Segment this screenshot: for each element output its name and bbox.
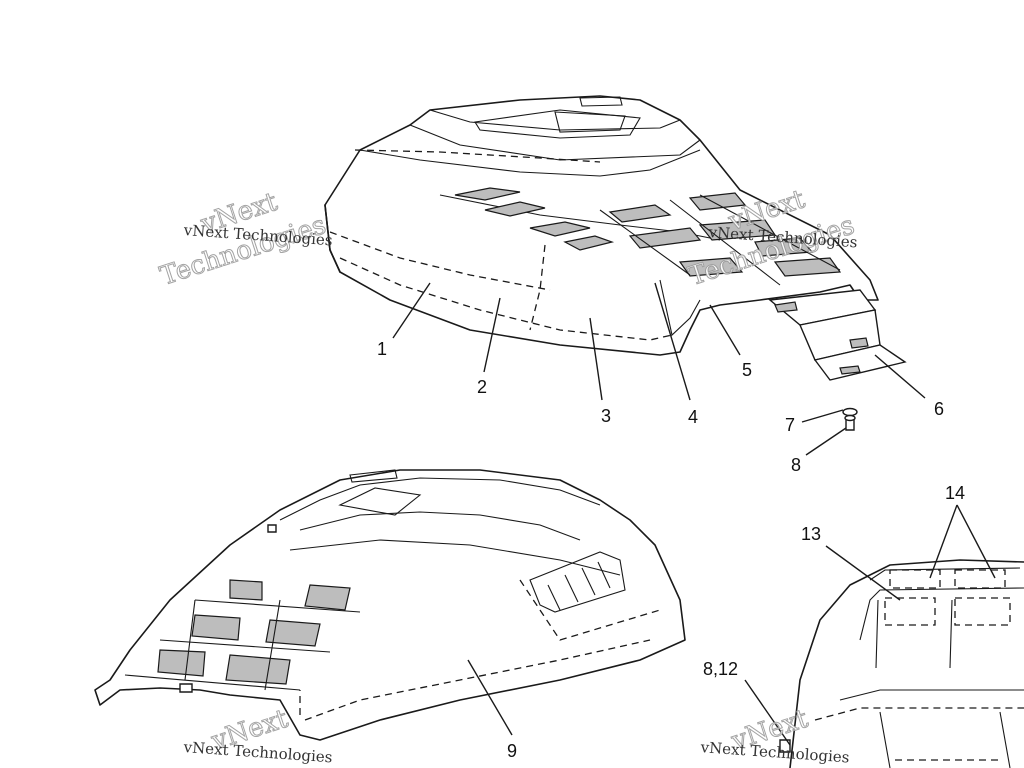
leader-1 bbox=[392, 282, 431, 339]
callout-labels: 1 2 3 4 5 6 7 8 9 13 14 8,12 bbox=[377, 339, 965, 761]
leader-3 bbox=[589, 317, 603, 401]
callout-2: 2 bbox=[477, 377, 487, 397]
leader-14a bbox=[929, 504, 958, 579]
leader-lines bbox=[392, 282, 996, 746]
leader-6 bbox=[874, 354, 926, 399]
callout-6: 6 bbox=[934, 399, 944, 419]
leader-7 bbox=[801, 409, 844, 423]
lower-right-hood bbox=[779, 559, 1024, 768]
lower-left-hood bbox=[94, 469, 686, 741]
leader-4 bbox=[654, 282, 691, 401]
watermark-3-caption: vNext Technologies bbox=[182, 738, 333, 766]
watermark-4-caption: vNext Technologies bbox=[699, 738, 850, 766]
callout-3: 3 bbox=[601, 406, 611, 426]
callout-13: 13 bbox=[801, 524, 821, 544]
callout-14: 14 bbox=[945, 483, 965, 503]
leader-2 bbox=[483, 297, 501, 373]
callout-7: 7 bbox=[785, 415, 795, 435]
upper-hood bbox=[324, 95, 907, 431]
callout-5: 5 bbox=[742, 360, 752, 380]
callout-8-12: 8,12 bbox=[703, 659, 738, 679]
callout-9: 9 bbox=[507, 741, 517, 761]
leader-13 bbox=[825, 545, 901, 601]
callout-4: 4 bbox=[688, 407, 698, 427]
callout-1: 1 bbox=[377, 339, 387, 359]
callout-8: 8 bbox=[791, 455, 801, 475]
leader-5 bbox=[709, 304, 741, 356]
leader-14b bbox=[956, 504, 996, 579]
leader-8 bbox=[805, 427, 847, 456]
leader-8-12 bbox=[744, 679, 791, 746]
leader-9 bbox=[467, 659, 513, 736]
